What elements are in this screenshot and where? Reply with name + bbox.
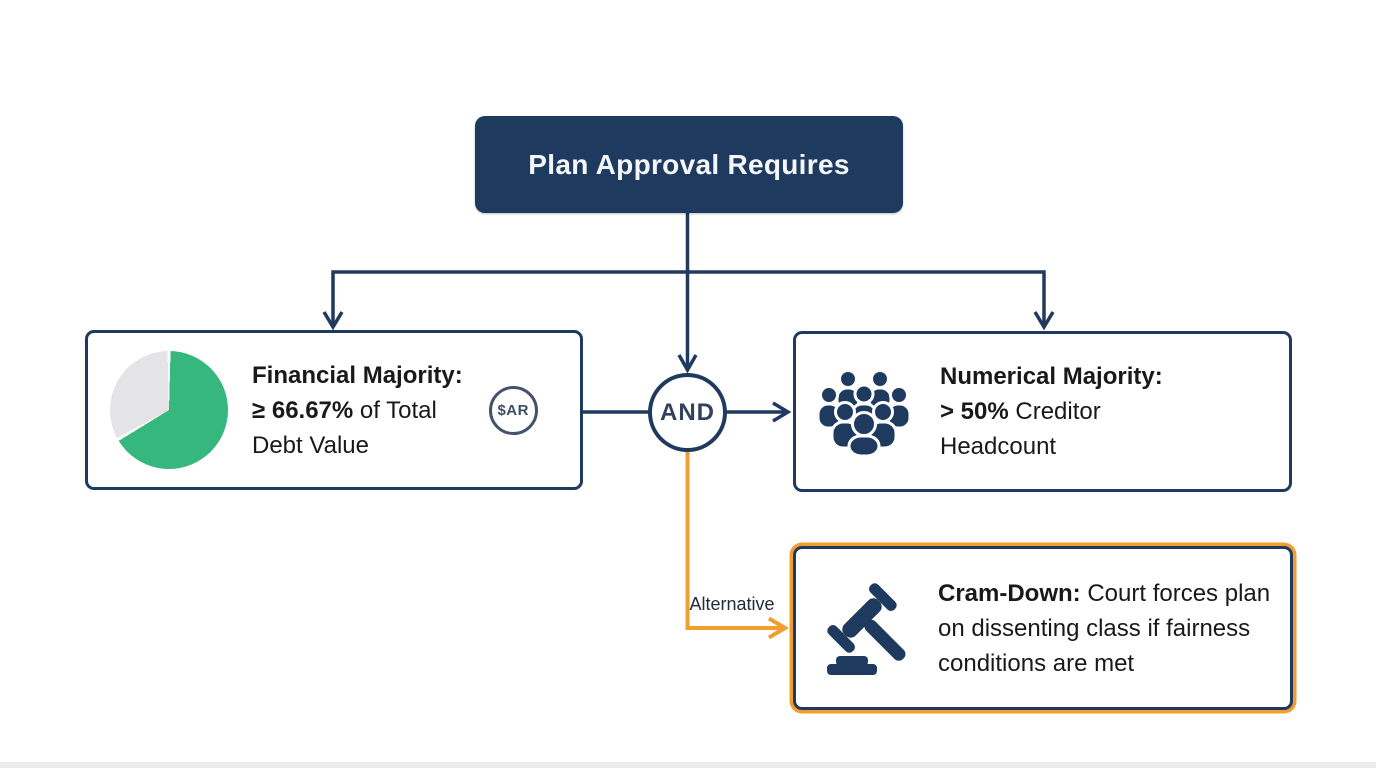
numerical-line2: > 50% Creditor — [940, 398, 1101, 425]
bottom-strip — [0, 762, 1376, 768]
numerical-majority-text: Numerical Majority: > 50% Creditor Headc… — [940, 359, 1163, 464]
numerical-line3: Headcount — [940, 433, 1057, 460]
financial-majority-box: Financial Majority: ≥ 66.67% of Total De… — [85, 330, 583, 490]
branch-horizontal-line — [331, 270, 1046, 327]
arrowhead-into-and — [677, 354, 698, 374]
arrowhead-into-numerical — [772, 401, 792, 423]
and-label: AND — [660, 398, 715, 426]
financial-line3: Debt Value — [252, 431, 369, 459]
numerical-majority-box: Numerical Majority: > 50% Creditor Headc… — [793, 331, 1292, 492]
alternative-elbow-line — [685, 451, 783, 630]
title-label: Plan Approval Requires — [528, 148, 850, 180]
arrowhead-into-cramdown — [767, 616, 789, 640]
cram-down-box: Cram-Down: Court forces plan on dissenti… — [793, 546, 1293, 710]
cram-down-term: Cram-Down: — [938, 579, 1081, 607]
gavel-icon — [816, 576, 916, 680]
numerical-line1: Numerical Majority: — [940, 363, 1163, 390]
financial-majority-text: Financial Majority: ≥ 66.67% of Total De… — [252, 358, 463, 463]
and-connector: AND — [648, 373, 727, 452]
pie-chart-icon — [110, 351, 228, 469]
sar-currency-badge: $AR — [488, 385, 538, 435]
financial-line2: ≥ 66.67% of Total — [252, 396, 437, 424]
alternative-label: Alternative — [689, 594, 775, 614]
crowd-icon — [814, 368, 918, 456]
cram-down-description: Court forces plan on dissenting class if… — [938, 579, 1271, 677]
financial-line1: Financial Majority: — [252, 361, 463, 389]
title-box: Plan Approval Requires — [475, 116, 903, 213]
sar-currency-label: $AR — [497, 401, 529, 419]
cram-down-text: Cram-Down: Court forces plan on dissenti… — [938, 576, 1276, 681]
arrowhead-right-down — [1033, 311, 1055, 331]
arrowhead-left-down — [322, 311, 344, 331]
